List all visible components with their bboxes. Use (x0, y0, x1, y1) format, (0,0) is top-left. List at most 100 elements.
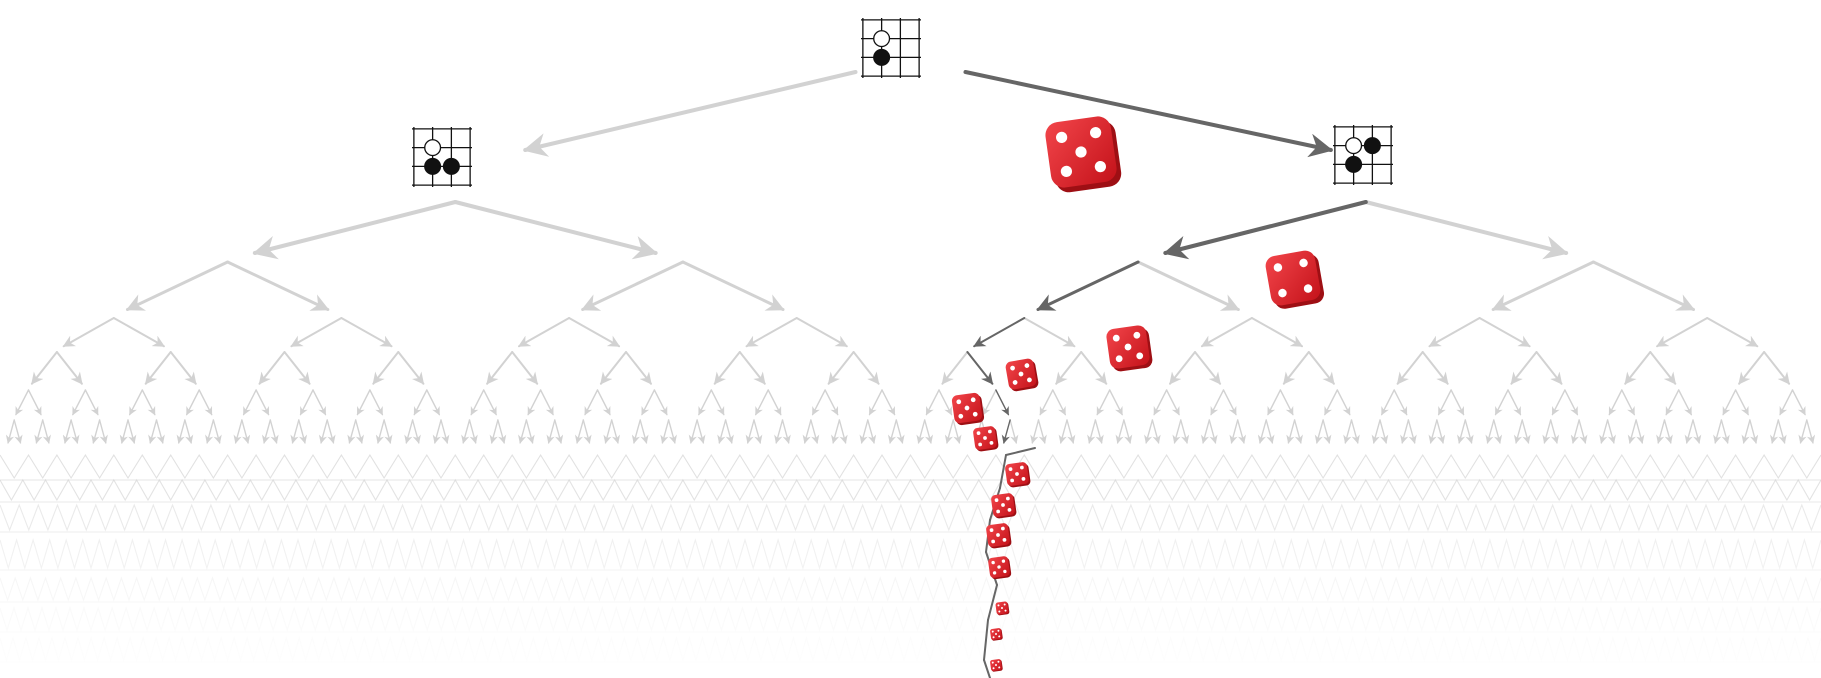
tree-edge (831, 419, 841, 444)
tree-edge (1314, 419, 1324, 444)
tree-edge (1521, 419, 1531, 444)
die-pip (1112, 334, 1120, 342)
tree-edge (1706, 317, 1759, 348)
tree-edge (155, 419, 165, 444)
tree-edge (745, 419, 755, 444)
tree-edge (347, 419, 357, 444)
deep-level-edges (0, 453, 1821, 480)
dice-icon (1265, 250, 1325, 309)
tree-edge (15, 389, 30, 416)
tree-edge (696, 419, 706, 444)
tree-edge (574, 419, 584, 444)
tree-edge (72, 389, 87, 416)
tree-edge (372, 351, 400, 385)
left-child-board (412, 127, 472, 187)
tree-edge (1428, 419, 1438, 444)
tree-edge (1094, 419, 1104, 444)
tree-edge (584, 389, 599, 416)
tree-edge (1058, 419, 1068, 444)
tree-edge (924, 419, 934, 444)
die-pip (1000, 526, 1005, 531)
tree-edge (1549, 419, 1560, 444)
die-pip (970, 397, 976, 403)
tree-edge (1720, 419, 1730, 444)
tree-edge (625, 351, 652, 385)
tree-edge (30, 351, 58, 385)
dice-icon (995, 601, 1010, 616)
tree-edge (1379, 419, 1389, 444)
tree-edge (1066, 419, 1076, 444)
active-edge (1163, 200, 1368, 260)
die-pip (997, 565, 1001, 569)
tree-edge (1591, 260, 1696, 311)
tree-edge (1713, 419, 1723, 444)
tree-edge (852, 351, 880, 385)
tree-edge (1282, 351, 1310, 385)
die-pip (996, 509, 1001, 514)
black-stone (442, 157, 460, 175)
tree-edge (326, 419, 336, 444)
die-pip (995, 633, 997, 635)
tree-edge (318, 419, 328, 444)
active-path-layer (963, 70, 1368, 678)
die-pip (1115, 355, 1123, 363)
tree-edge (1229, 419, 1239, 444)
tree-edge (1663, 419, 1673, 444)
tree-edge (185, 389, 200, 416)
tree-edge (1749, 419, 1759, 444)
tree-edge (1208, 419, 1218, 444)
dice-icon (1045, 116, 1122, 193)
tree-edge (470, 389, 485, 416)
active-edge (983, 619, 989, 661)
die-pip (958, 413, 964, 419)
tree-edge (887, 419, 897, 444)
tree-edge (881, 389, 896, 416)
die-pip (996, 533, 1000, 537)
tree-edge (269, 419, 279, 444)
tree-edge (653, 389, 668, 416)
tree-edge (283, 351, 311, 385)
tree-edge (440, 419, 450, 444)
tree-edge (582, 419, 592, 444)
tree-edge (827, 351, 855, 385)
tree-edge (242, 389, 257, 416)
tree-edge (340, 317, 393, 348)
tree-edge (255, 389, 270, 416)
die-pip (1018, 371, 1024, 377)
tree-edge (426, 389, 440, 416)
white-stone (1345, 137, 1363, 155)
tree-edge (1343, 419, 1353, 444)
tree-edge (944, 419, 954, 444)
die-pip (1089, 127, 1102, 139)
tree-edge (596, 389, 611, 416)
die-pip (964, 405, 970, 411)
tree-edge (1578, 419, 1588, 444)
tree-edge (1421, 351, 1449, 385)
tree-edge (781, 419, 791, 444)
tree-edge (1551, 389, 1566, 416)
tree-edge (141, 389, 156, 416)
tree-edge (952, 419, 962, 444)
tree-edge (1030, 419, 1040, 444)
tree-edge (1279, 389, 1294, 416)
active-edge (1036, 260, 1140, 311)
tree-edge (1151, 419, 1161, 444)
tree-edge (1136, 260, 1240, 311)
tree-edge (713, 351, 741, 385)
tree-edge (581, 260, 685, 311)
tree-edge (84, 389, 99, 416)
tree-edge (397, 351, 425, 385)
tree-edge (1393, 389, 1408, 416)
tree-edge (1624, 351, 1652, 385)
tree-edge (497, 419, 507, 444)
deep-level-edges (0, 478, 1821, 502)
tree-edge (1250, 317, 1304, 348)
die-pip (1273, 263, 1283, 272)
tree-edge (745, 317, 798, 348)
die-pip (1004, 609, 1007, 612)
die-pip (1027, 377, 1032, 383)
tree-edge (1677, 389, 1693, 416)
active-edge (963, 70, 1334, 158)
die-pip (1124, 343, 1132, 351)
die-pip (976, 431, 981, 436)
